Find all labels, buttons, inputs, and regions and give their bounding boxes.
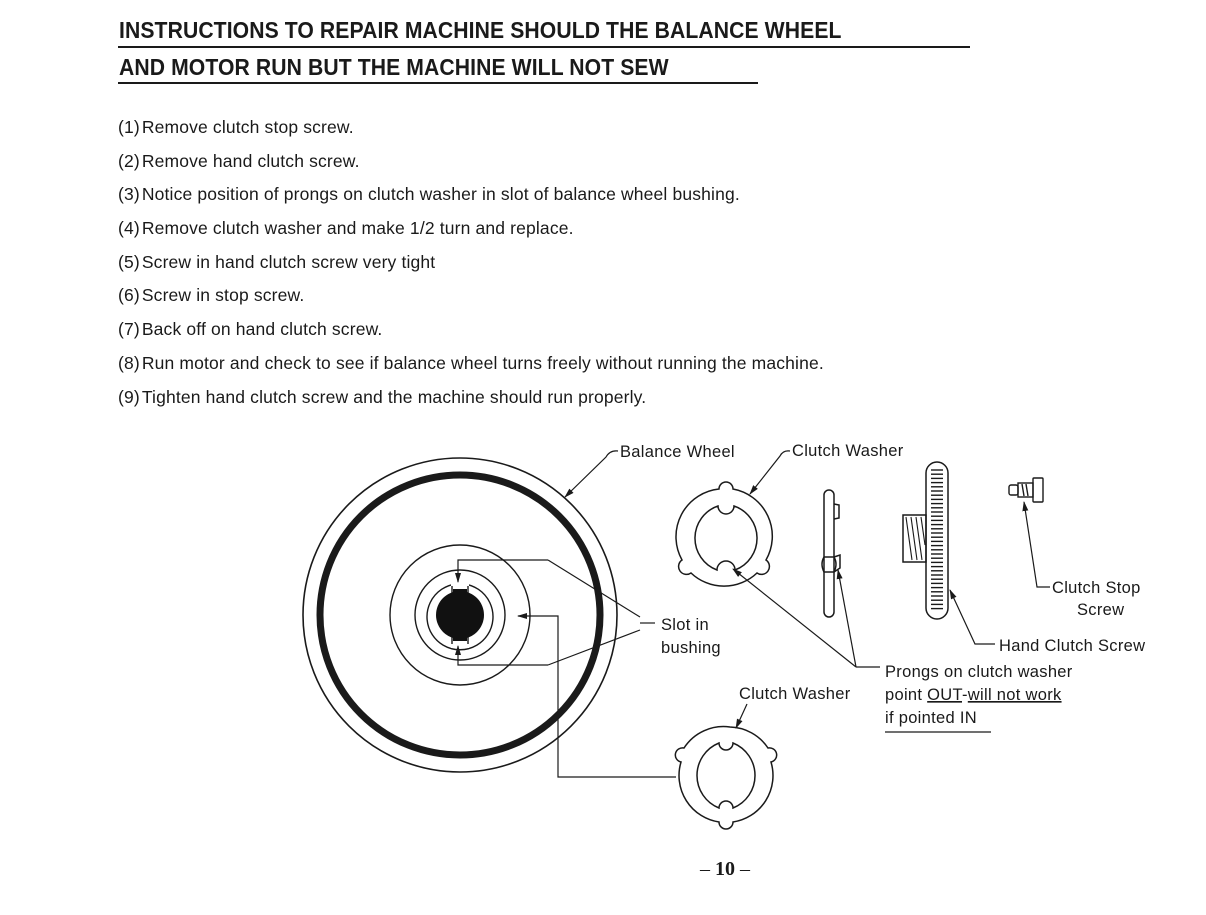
- step-number: (8): [118, 352, 140, 373]
- step-item: (3)Notice position of prongs on clutch w…: [118, 181, 824, 215]
- page-number: – 10 –: [700, 858, 750, 881]
- prongs-note-will-not-work: will not work: [967, 686, 1062, 704]
- hand-clutch-screw: [902, 461, 949, 620]
- prongs-note-point: point: [885, 686, 927, 704]
- title-line-1: INSTRUCTIONS TO REPAIR MACHINE SHOULD TH…: [119, 17, 842, 43]
- page-number-value: 10: [715, 858, 735, 880]
- step-item: (1)Remove clutch stop screw.: [118, 114, 824, 148]
- step-text: Run motor and check to see if balance wh…: [141, 352, 824, 373]
- title-underline-2: [118, 82, 758, 84]
- page-dash-right: –: [740, 858, 750, 880]
- step-number: (4): [118, 218, 140, 239]
- clutch-stop-screw-label-line1: Clutch Stop: [1052, 579, 1141, 597]
- hand-clutch-screw-leader: [949, 589, 995, 645]
- clutch-washer-bottom: [674, 725, 778, 830]
- balance-wheel-bushing: [426, 582, 494, 651]
- clutch-washer-side-view: [821, 489, 841, 618]
- step-text: Screw in hand clutch screw very tight: [141, 251, 436, 272]
- hand-clutch-screw-label: Hand Clutch Screw: [999, 637, 1145, 655]
- step-number: (2): [118, 150, 140, 171]
- clutch-washer-top-leader: [749, 450, 791, 495]
- step-text: Tighten hand clutch screw and the machin…: [141, 386, 647, 407]
- step-text: Remove clutch washer and make 1/2 turn a…: [141, 218, 574, 239]
- prongs-note-line3: if pointed IN: [885, 709, 977, 727]
- balance-wheel-label: Balance Wheel: [620, 443, 735, 461]
- shaft-hub: [436, 591, 484, 639]
- step-text: Notice position of prongs on clutch wash…: [141, 184, 740, 205]
- prongs-note-dash: -: [962, 686, 968, 704]
- step-number: (1): [118, 117, 140, 137]
- step-number: (3): [118, 184, 140, 205]
- clutch-washer-bottom-leader: [735, 703, 748, 729]
- clutch-washer-bottom-label: Clutch Washer: [739, 685, 851, 703]
- slot-in-bushing-leaders: [455, 559, 655, 666]
- balance-wheel: [302, 457, 618, 773]
- step-item: (5)Screw in hand clutch screw very tight: [118, 249, 824, 283]
- bushing-to-washer-leader: [517, 613, 676, 778]
- step-text: Screw in stop screw.: [141, 285, 305, 306]
- page-dash-left: –: [700, 858, 710, 880]
- step-text: Remove clutch stop screw.: [141, 117, 354, 137]
- prongs-leaders: [732, 568, 880, 668]
- step-item: (9)Tighten hand clutch screw and the mac…: [118, 384, 824, 418]
- clutch-washer-top: [675, 481, 774, 587]
- slot-in-bushing-label-line2: bushing: [661, 639, 721, 657]
- step-number: (6): [118, 285, 140, 306]
- prongs-note-line2: point OUT-will not work: [885, 686, 1062, 704]
- clutch-washer-top-label: Clutch Washer: [792, 442, 904, 460]
- prongs-note-out: OUT: [927, 686, 962, 704]
- instruction-steps: (1)Remove clutch stop screw. (2)Remove h…: [118, 114, 824, 417]
- step-number: (9): [118, 386, 140, 407]
- prongs-note-line1: Prongs on clutch washer: [885, 663, 1073, 681]
- clutch-stop-screw: [1008, 477, 1044, 503]
- step-number: (7): [118, 319, 140, 340]
- clutch-stop-screw-leader: [1022, 501, 1050, 588]
- step-item: (4)Remove clutch washer and make 1/2 tur…: [118, 215, 824, 249]
- step-text: Remove hand clutch screw.: [141, 150, 360, 171]
- step-item: (2)Remove hand clutch screw.: [118, 148, 824, 182]
- step-item: (6)Screw in stop screw.: [118, 282, 824, 316]
- step-item: (8)Run motor and check to see if balance…: [118, 350, 824, 384]
- balance-wheel-leader: [564, 450, 619, 498]
- clutch-stop-screw-label-line2: Screw: [1077, 601, 1124, 619]
- step-text: Back off on hand clutch screw.: [141, 319, 383, 340]
- slot-in-bushing-label-line1: Slot in: [661, 616, 709, 634]
- step-number: (5): [118, 251, 140, 272]
- title-line-2: AND MOTOR RUN BUT THE MACHINE WILL NOT S…: [119, 54, 669, 80]
- step-item: (7)Back off on hand clutch screw.: [118, 316, 824, 350]
- title-underline-1: [118, 46, 970, 48]
